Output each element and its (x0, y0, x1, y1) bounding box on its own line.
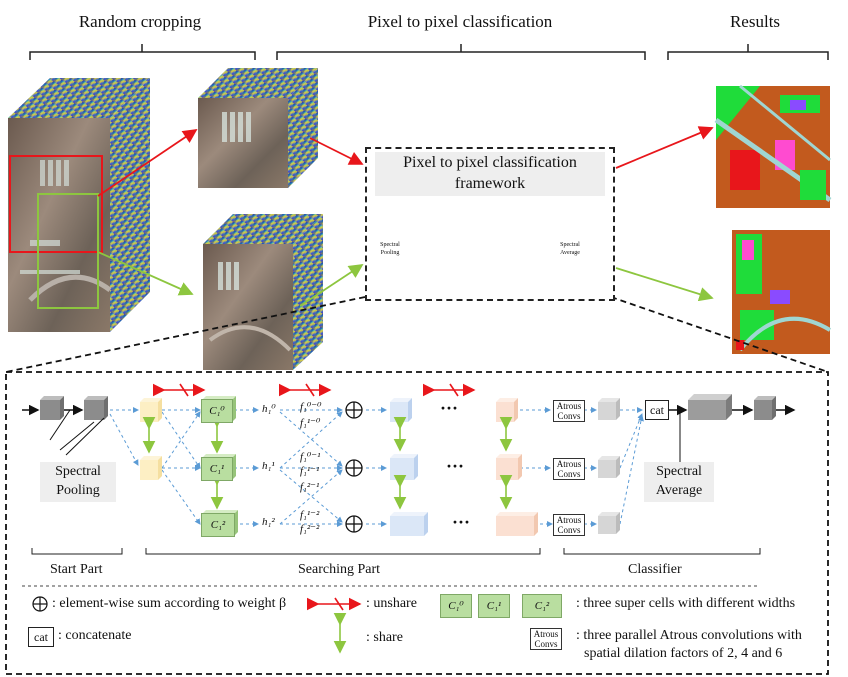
h-label-0: h₁⁰ (262, 403, 276, 415)
green-arrow-framework (299, 264, 364, 307)
atrous-convs-0: Atrous Convs (553, 400, 585, 422)
h-label-2: h₁² (262, 516, 275, 528)
legend-icons (32, 596, 362, 654)
yellow-blocks (140, 398, 162, 480)
f-label-22: f₁²⁻² (300, 523, 320, 535)
f-label-11: f₁¹⁻¹ (300, 465, 320, 477)
framework-title: Pixel to pixel classification framework (375, 152, 605, 196)
share-arrows (142, 414, 513, 510)
f-label-21: f₁²⁻¹ (300, 481, 320, 493)
framework-box: Pixel to pixel classification framework … (365, 147, 615, 301)
red-arrow-framework (309, 137, 364, 165)
zoom-line-right (610, 296, 829, 373)
crop-cube-top (198, 68, 318, 188)
unshare-symbols (152, 383, 476, 397)
blue-blocks (390, 398, 428, 536)
legend-supercells-text: : three super cells with different width… (576, 596, 796, 611)
legend-cat-box: cat (28, 627, 54, 647)
legend-cell-1: C₁¹ (478, 594, 510, 618)
super-cell-2: C₁² (201, 513, 235, 537)
legend-sum-text: : element-wise sum according to weight β (52, 596, 287, 611)
section-start-part: Start Part (50, 562, 103, 577)
ellipsis-row-2: ··· (452, 512, 471, 532)
mini-spectral-average: Spectral Average (560, 242, 580, 256)
legend-atrous-text-2: spatial dilation factors of 2, 4 and 6 (584, 646, 783, 661)
sum-circles (345, 401, 363, 533)
spectral-pooling-label: Spectral Pooling (40, 462, 116, 502)
legend-atrous-box: Atrous Convs (530, 628, 562, 650)
detail-panel-border (5, 371, 829, 675)
zoom-line-left (5, 296, 366, 373)
atrous-convs-1: Atrous Convs (553, 458, 585, 480)
search-connections (109, 407, 644, 527)
header-pixel-classification: Pixel to pixel classification (367, 12, 553, 31)
top-braces (29, 44, 829, 60)
start-blocks (22, 396, 108, 456)
legend-unshare-text: : unshare (366, 596, 417, 611)
legend-cell-2: C₁² (522, 594, 562, 618)
red-arrow-crop (97, 128, 198, 197)
crop-cube-bottom (203, 214, 323, 370)
classifier-blocks (598, 394, 796, 534)
section-classifier: Classifier (628, 562, 682, 577)
green-arrow-crop (97, 251, 194, 296)
result-map-top (714, 84, 832, 208)
ellipsis-row-0: ··· (440, 398, 459, 418)
concat-box: cat (645, 400, 669, 420)
legend-cell-0: C₁⁰ (440, 594, 472, 618)
green-arrow-result (615, 267, 714, 302)
f-label-01: f₁⁰⁻¹ (300, 451, 321, 463)
result-map-bottom (732, 230, 832, 354)
section-braces (31, 548, 761, 555)
mini-spectral-pooling: Spectral Pooling (380, 242, 400, 256)
f-label-12: f₁¹⁻² (300, 509, 320, 521)
atrous-convs-2: Atrous Convs (553, 514, 585, 536)
super-cell-0: C₁⁰ (201, 399, 233, 423)
header-results: Results (729, 12, 781, 31)
red-arrow-result (615, 126, 714, 169)
peach-blocks (496, 398, 538, 536)
legend-atrous-text-1: : three parallel Atrous convolutions wit… (576, 628, 802, 643)
spectral-average-label: Spectral Average (644, 462, 714, 502)
f-label-00: f₁⁰⁻⁰ (300, 401, 322, 413)
header-random-cropping: Random cropping (78, 12, 202, 31)
f-label-10: f₁¹⁻⁰ (300, 417, 321, 429)
legend-cat-text: : concatenate (58, 628, 132, 643)
legend-share-text: : share (366, 630, 403, 645)
super-cell-1: C₁¹ (201, 457, 233, 481)
section-searching-part: Searching Part (298, 562, 381, 577)
ellipsis-row-1: ··· (446, 456, 465, 476)
hyperspectral-cube (8, 78, 150, 332)
h-label-1: h₁¹ (262, 460, 275, 472)
